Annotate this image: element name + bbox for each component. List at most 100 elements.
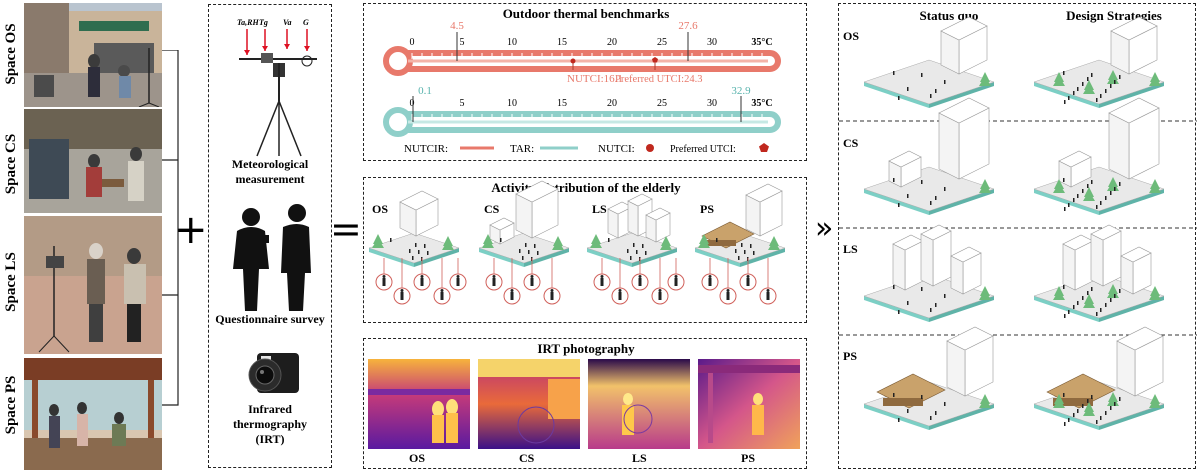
strategy-cs-design-bldg-face-top (1108, 97, 1160, 124)
activity-scene-ps-person (738, 256, 740, 260)
activity-scene-ps-person (744, 250, 746, 254)
strategy-cs-status-person (935, 196, 937, 200)
strategy-ls-status-tree (979, 286, 991, 300)
activity-scene-cs-bldg-face-top (515, 180, 559, 203)
activity-scene-ls-person (645, 251, 647, 255)
activity-diagrams (368, 180, 786, 305)
activity-scene-ps-base-right (740, 248, 785, 267)
irt-image-cs (478, 359, 580, 449)
strategy-row-label-cs: CS (843, 136, 859, 150)
irt-caption-line2: thermography (233, 417, 307, 431)
activity-scene-ls-activity-icon (600, 278, 604, 286)
red-thermo-tick-label: 20 (607, 37, 617, 48)
strategy-cs-status-bldg-face-top (938, 97, 990, 124)
questionnaire-caption: Questionnaire survey (215, 312, 325, 326)
strategy-ps-design-bldg-face-b (1116, 340, 1136, 397)
photo-label-ps: Space PS (3, 375, 19, 435)
photo-ls (24, 216, 162, 354)
irt-title: IRT photography (537, 341, 635, 356)
strategy-os-design-person (1087, 77, 1089, 81)
irt-label-cs: CS (519, 451, 535, 465)
strategy-ps-status-bldg-face-top (946, 326, 994, 351)
activity-scene-cs-person (500, 238, 502, 242)
activity-scene-os-person (409, 249, 411, 253)
activity-scene-os-activity-icon (382, 278, 386, 286)
irt-label-ls: LS (632, 451, 647, 465)
strategy-ps-status-person (893, 393, 895, 397)
strategy-os-design-tree2 (1053, 72, 1065, 86)
strategy-cs-status-person (898, 203, 900, 207)
activity-scene-ps-activity-icon (726, 292, 730, 300)
activity-scene-ls-activity-icon-head (674, 275, 678, 278)
strategy-ls-design-person (1105, 303, 1107, 307)
strategy-cs-design-tree (1149, 179, 1161, 193)
strategy-os-design-tree4 (1107, 70, 1119, 84)
activity-scene-cs-activity-icon-head (492, 275, 496, 278)
activity-scene-os-person (390, 238, 392, 242)
red-thermo-tick-label: 0 (410, 37, 415, 48)
activity-scene-os-activity-icon-head (420, 275, 424, 278)
activity-scene-cs-person (528, 250, 530, 254)
strategy-ls-status-person (935, 303, 937, 307)
meteorological-caption: Meteorological measurement (231, 157, 309, 186)
activity-scene-os-person (418, 250, 420, 254)
activity-scene-ls-person (636, 250, 638, 254)
column-status-quo: Status quo (919, 8, 979, 23)
sensor-label-tg: Tg (259, 18, 268, 27)
strategy-ps-status-person (921, 395, 923, 399)
equals-sign: = (330, 207, 362, 251)
activity-scene-cs-base-left (479, 248, 524, 267)
irt-caption-line3: (IRT) (255, 432, 285, 446)
activity-scene-cs-person (519, 249, 521, 253)
teal-thermo-tick-label: 15 (557, 98, 567, 109)
activity-scene-ps-base-left (695, 248, 740, 267)
strategy-ls-design-person (1082, 296, 1084, 300)
strategy-os-status-bldg-face-top (940, 16, 988, 41)
activity-scene-cs-activity-icon (550, 292, 554, 300)
photo-os (24, 3, 162, 107)
activity-scene-os-activity-icon-head (440, 289, 444, 292)
activity-scene-ps-activity-icon (746, 278, 750, 286)
strategy-cs-design-person (1105, 196, 1107, 200)
strategy-cs-design-person (1119, 182, 1121, 186)
activity-label-ls: LS (592, 202, 607, 216)
strategy-ps-design-tree (1149, 394, 1161, 408)
teal-thermo-tick-label: 25 (657, 98, 667, 109)
strategy-ps-status-person (907, 409, 909, 413)
strategy-cs-design-person (1096, 205, 1098, 209)
strategy-ls-status-bldg2-face-top (920, 224, 952, 241)
strategy-os-design-person (1114, 80, 1116, 84)
activity-scene-cs-activity-icon-head (550, 289, 554, 292)
photo-cs (24, 109, 162, 213)
activity-scene-ps-activity-icon (708, 278, 712, 286)
strategy-cs-design-base-right (1099, 189, 1164, 215)
activity-scene-cs-activity-icon-head (530, 275, 534, 278)
strategy-cs-status-tree (979, 179, 991, 193)
red-thermo-bulb (383, 46, 413, 76)
questionnaire-illustration (233, 204, 311, 311)
photo-label-ls: Space LS (3, 252, 19, 312)
strategy-ps-status-person (944, 402, 946, 406)
strategy-os-design-person (1064, 100, 1066, 104)
teal-thermo-tick-label: 10 (507, 98, 517, 109)
strategy-os-status-person (898, 96, 900, 100)
activity-scene-os-activity-icon-head (400, 289, 404, 292)
activity-label-cs: CS (484, 202, 500, 216)
strategy-ls-status-person (898, 310, 900, 314)
irt-box: IRT photography OS CS LS (363, 338, 807, 469)
activity-scene-ps-pavilion-base (706, 240, 736, 246)
activity-scene-ls-activity-icon (658, 292, 662, 300)
activity-scene-os-activity-icon (456, 278, 460, 286)
strategy-os-status-tree (979, 72, 991, 86)
activity-scene-cs-activity-icon (492, 278, 496, 286)
strategy-cs-design-person (1114, 187, 1116, 191)
activity-scene-ls-person (627, 249, 629, 253)
activity-scene-ls-activity-icon-head (618, 289, 622, 292)
strategy-os-design-person (1096, 98, 1098, 102)
strategy-os-design-person (1105, 89, 1107, 93)
strategy-ps-design-person (1073, 413, 1075, 417)
legend-preferred-swatch (759, 143, 769, 152)
strategy-ls-design-person (1064, 314, 1066, 318)
strategy-ps-design-pavilion-base (1053, 398, 1093, 406)
strategy-ps-design-person (1087, 399, 1089, 403)
